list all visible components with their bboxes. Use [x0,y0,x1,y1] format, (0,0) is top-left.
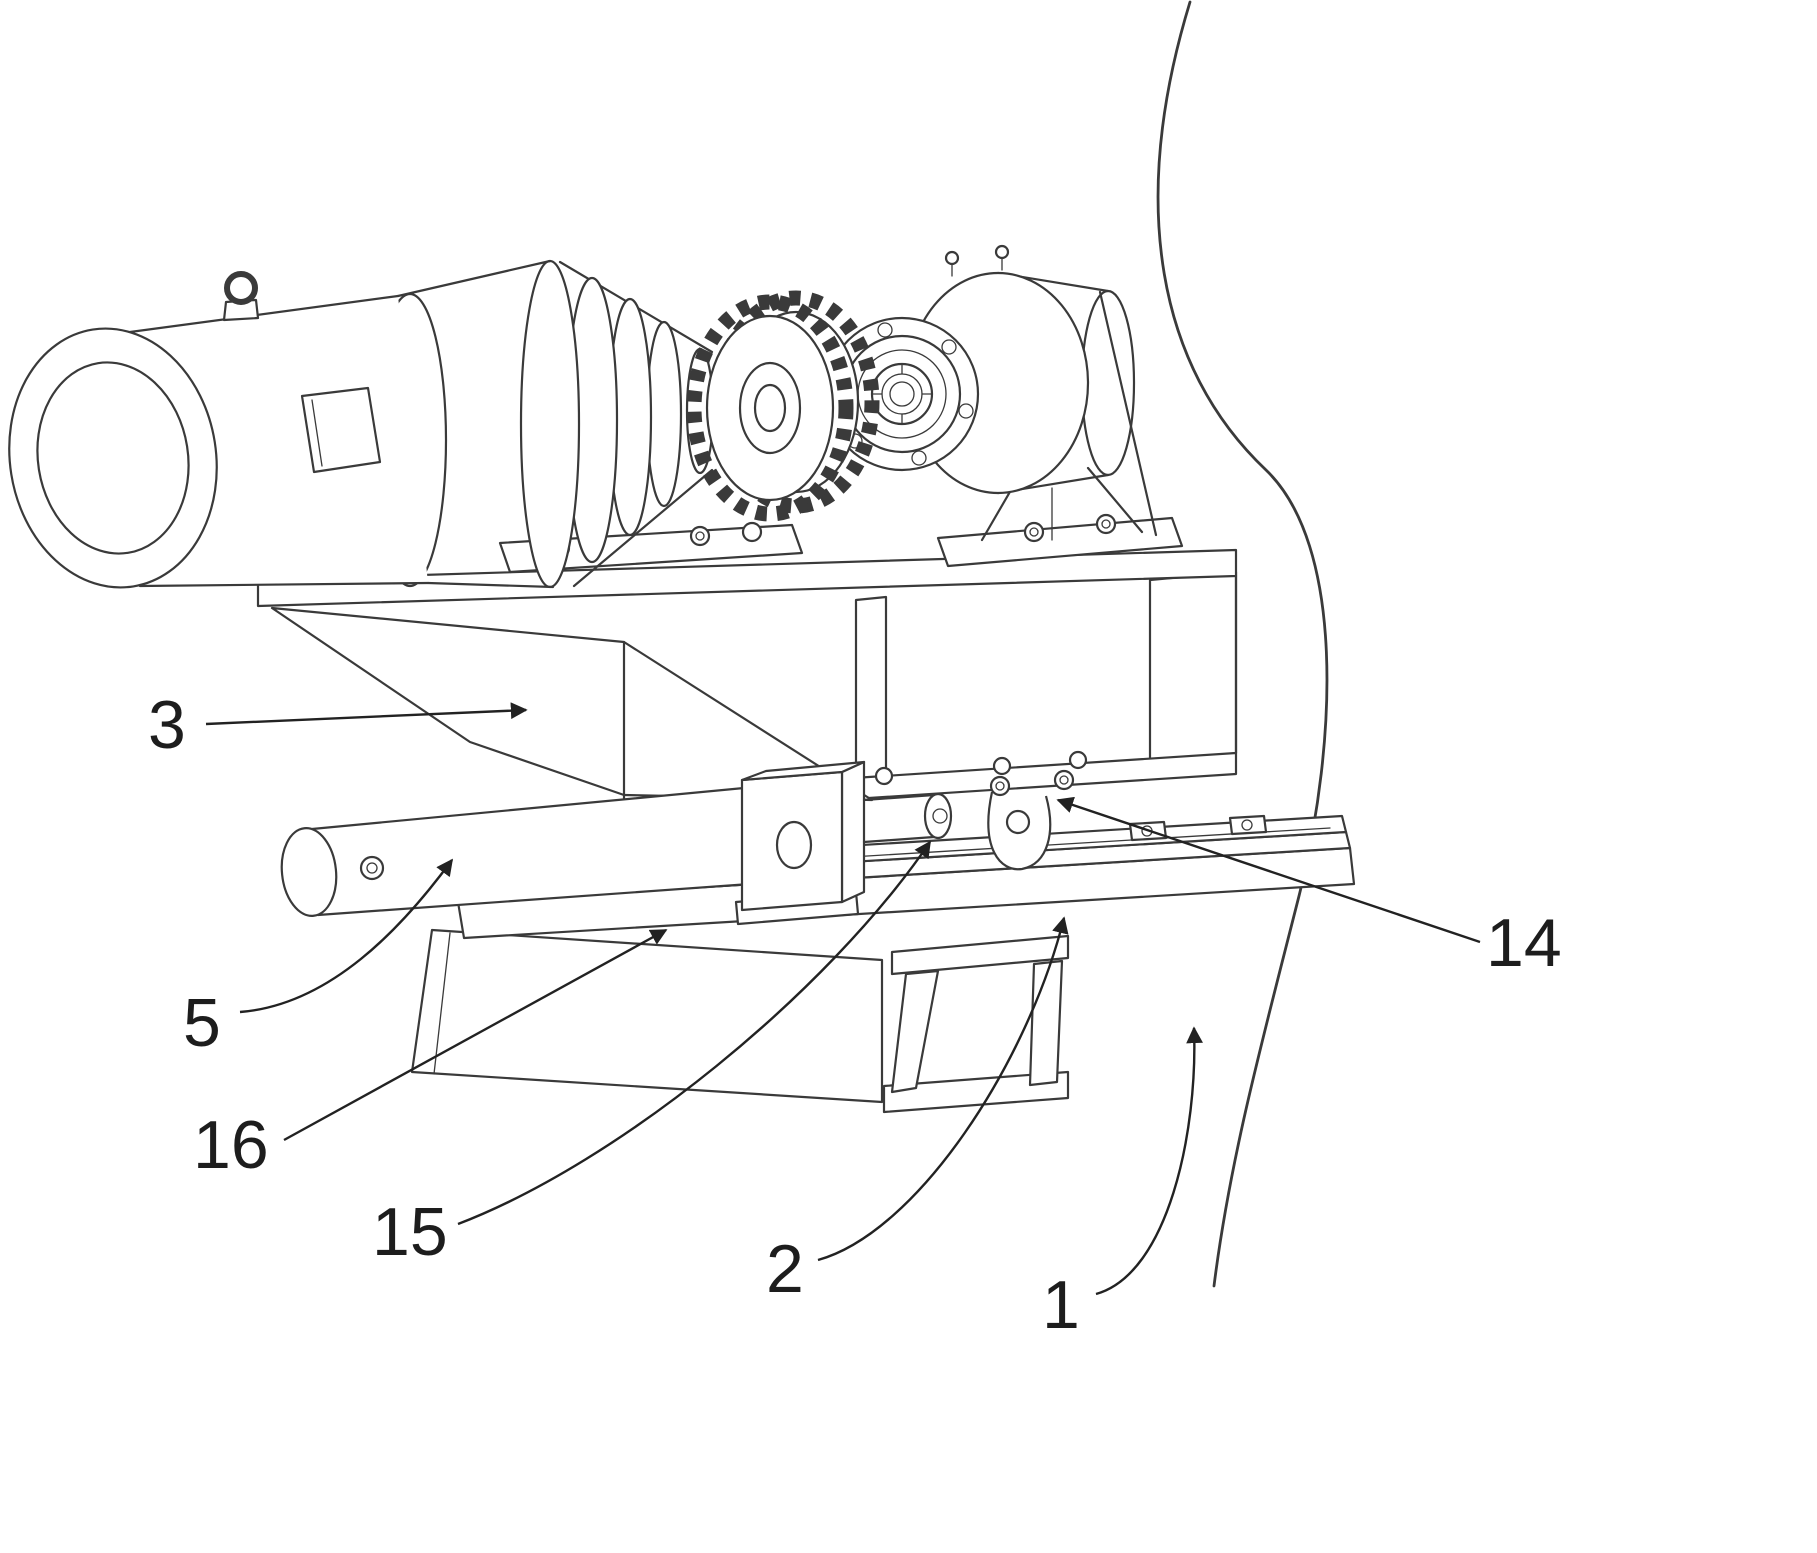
leader-line-15 [457,840,931,1226]
sprocket-teeth-front [686,294,854,522]
shelf-bolt [992,756,1012,776]
top-mounting-plate [256,548,1238,755]
machine-body-outline [1156,0,1329,1288]
bracket-bolt [989,775,1011,797]
leader-line-5 [239,858,453,1014]
rod-end-hole [359,855,385,881]
label-15: 15 [372,1194,448,1270]
sprocket-teeth-rear [712,290,880,514]
right-pedestal-top-flange [890,934,1070,976]
clamp-top-face [740,760,866,782]
callout-15: 15 [372,840,931,1270]
middle-vertical-web [854,595,888,792]
callout-14: 14 [1056,796,1562,981]
right-pedestal-right-leg [1028,959,1064,1087]
horn-rib [645,320,683,508]
housing-top-bolt [994,244,1010,260]
right-vertical-web [1148,570,1238,766]
piston-rod-and-clamp [280,760,953,926]
pad-bolt [689,525,711,547]
leader-line-3 [205,702,528,726]
link-joint [923,792,953,840]
clamp-front-face [740,770,844,912]
clamp-hole [775,820,813,870]
label-14: 14 [1486,905,1562,981]
shackle-pin [1005,809,1031,835]
label-3: 3 [148,687,186,763]
lifting-eyebolt [224,271,258,305]
label-16: 16 [193,1107,269,1183]
support-pedestals [410,928,1070,1114]
pad-bolt [741,521,763,543]
right-pedestal-bottom-flange [882,1070,1070,1114]
horn-rib [519,259,581,589]
motor-drive-assembly [8,244,1184,589]
right-mounting-pad [936,516,1184,568]
flange-bolt-hole [941,339,957,355]
flange-bolt-hole [911,450,927,466]
motor-junction-box [300,386,382,474]
pad-bolt [1095,513,1117,535]
callout-1: 1 [1042,1026,1203,1343]
leader-line-14 [1056,796,1481,944]
shelf-bolt [1068,750,1088,770]
leader-line-16 [283,928,668,1142]
rail-bolt-block [1228,814,1268,836]
callout-3: 3 [148,687,528,763]
callout-5: 5 [183,858,453,1061]
clamp-side-face [840,760,866,904]
label-5: 5 [183,985,221,1061]
leader-line-2 [817,916,1069,1262]
right-pedestal-left-leg [890,969,940,1094]
label-1: 1 [1042,1267,1080,1343]
leader-line-1 [1095,1026,1203,1296]
machine-body-curve [1156,0,1329,1288]
housing-top-bolt [944,250,960,266]
shelf-bolt [874,766,894,786]
rod-end-cap [280,827,338,917]
motor-face-inner [36,361,190,555]
callout-16: 16 [193,928,668,1183]
flange-bolt-hole [958,403,974,419]
shackle-bracket [987,791,1052,871]
flange-bolt-hole [877,322,893,338]
sprocket-hub [753,383,787,433]
callouts: 3 5 16 15 2 1 14 [148,687,1562,1343]
left-pedestal-wedge [410,928,884,1104]
label-2: 2 [766,1231,804,1307]
pad-bolt [1023,521,1045,543]
bearing-housing-end [1080,289,1136,477]
callout-2: 2 [766,916,1069,1307]
bracket-bolt [1053,769,1075,791]
